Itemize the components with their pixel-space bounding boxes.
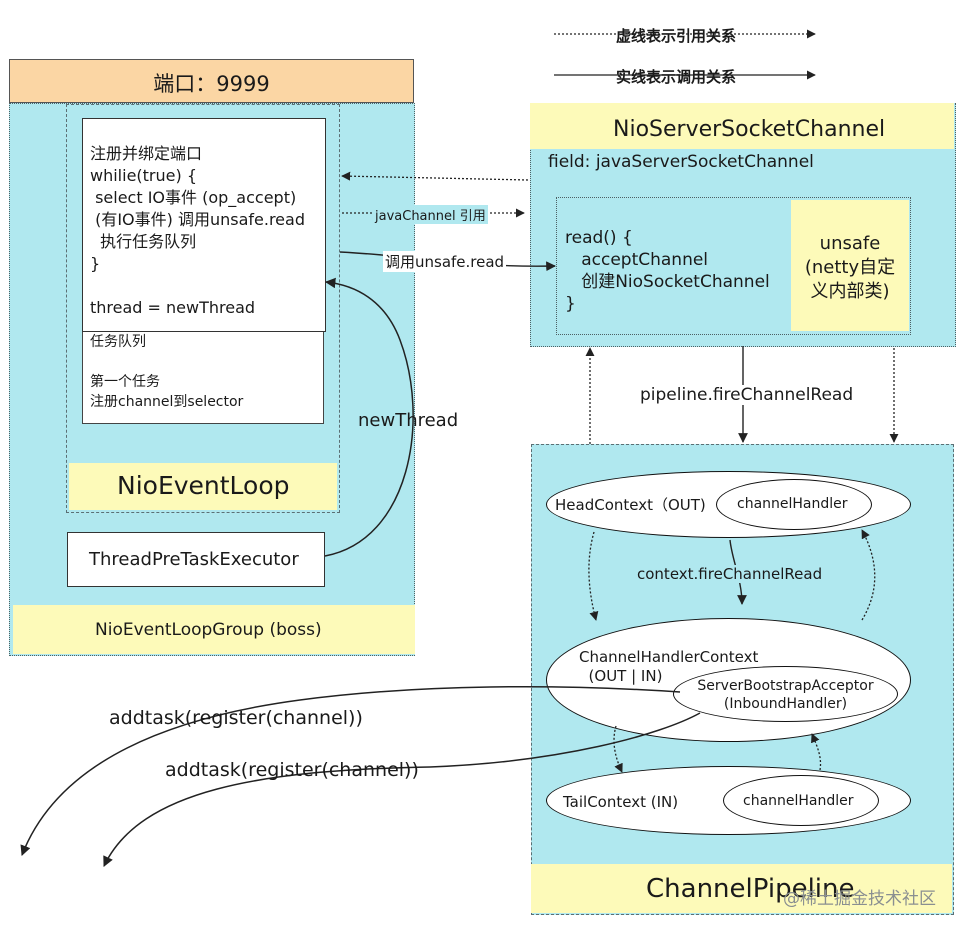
pipeline-label-note: ChannelPipeline: [531, 864, 952, 913]
server-socket-channel-title-note: NioServerSocketChannel: [530, 103, 954, 149]
server-channel-field: field: javaServerSocketChannel: [548, 152, 814, 172]
pipeline-label: ChannelPipeline: [646, 874, 855, 904]
addtask-label-2: addtask(register(channel)): [165, 759, 419, 781]
context-fire-label: context.fireChannelRead: [635, 565, 825, 583]
tail-context-label: TailContext (IN): [563, 793, 679, 811]
event-loop-group-label-note: NioEventLoopGroup (boss): [13, 605, 415, 654]
read-method-code: read() { acceptChannel 创建NioSocketChanne…: [565, 228, 770, 314]
legend-solid-label: 实线表示调用关系: [612, 66, 741, 87]
thread-executor-label: ThreadPreTaskExecutor: [89, 549, 299, 570]
head-handler: [716, 479, 872, 530]
unsafe-label: unsafe (netty自定 义内部类): [804, 233, 896, 302]
watermark: @稀土掘金技术社区: [783, 889, 936, 909]
addtask-label-1: addtask(register(channel)): [109, 707, 363, 729]
java-channel-label: javaChannel 引用: [373, 205, 488, 224]
tail-handler: [723, 775, 879, 826]
thread-executor-box: ThreadPreTaskExecutor: [67, 532, 325, 587]
head-context-label: HeadContext（OUT): [555, 496, 706, 514]
tail-to-middle-dotted: [811, 733, 822, 771]
event-loop: [66, 104, 340, 513]
handler-context-label: ChannelHandlerContext (OUT | IN): [579, 648, 759, 685]
event-loop-label: NioEventLoop: [117, 471, 290, 500]
port-header: 端口：9999: [9, 59, 414, 103]
fire-channel-read-label: pipeline.fireChannelRead: [638, 385, 856, 405]
new-thread-arrow: [324, 277, 414, 557]
port-label: 端口：9999: [153, 72, 270, 96]
field-reference-arrow: [341, 171, 529, 181]
event-loop-group-label: NioEventLoopGroup (boss): [95, 620, 322, 640]
bootstrap-acceptor: [673, 666, 898, 722]
tail-handler-label: channelHandler: [743, 793, 854, 809]
addtask-arrow-2: [103, 712, 701, 867]
addtask-arrow-1: [20, 686, 681, 856]
call-unsafe-read-label: 调用unsafe.read: [383, 251, 507, 272]
task-queue-text: 任务队列 第一个任务 注册channel到selector: [90, 334, 244, 410]
middle-to-head-dotted: [861, 529, 876, 621]
event-loop-code: 注册并绑定端口 whilie(true) { select IO事件 (op_a…: [90, 144, 305, 317]
event-loop-label-note: NioEventLoop: [69, 463, 337, 510]
legend-dotted-label: 虚线表示引用关系: [612, 25, 741, 46]
middle-to-tail-dotted: [613, 725, 623, 773]
head-to-middle-dotted: [588, 531, 599, 621]
server-socket-channel-title: NioServerSocketChannel: [613, 117, 886, 142]
read-method-box: [556, 197, 911, 335]
bootstrap-acceptor-label: ServerBootstrapAcceptor (InboundHandler): [697, 678, 874, 712]
event-loop-code-box: 注册并绑定端口 whilie(true) { select IO事件 (op_a…: [82, 118, 326, 332]
new-thread-label: newThread: [358, 410, 459, 431]
head-handler-label: channelHandler: [737, 496, 848, 512]
unsafe-note: unsafe (netty自定 义内部类): [791, 200, 909, 331]
